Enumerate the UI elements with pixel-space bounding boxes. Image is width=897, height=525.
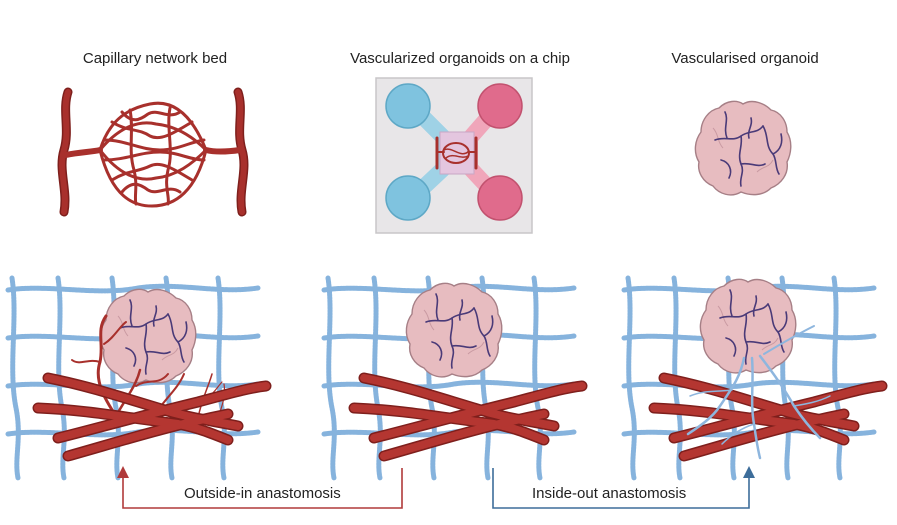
organ-on-chip-illustration <box>375 77 533 234</box>
middle-panel <box>324 278 582 478</box>
inside-out-panel <box>624 278 882 478</box>
outside-in-arrow <box>122 468 403 509</box>
capillary-network-title: Capillary network bed <box>82 50 228 67</box>
outside-in-panel <box>8 278 266 478</box>
inside-out-arrow <box>492 468 750 509</box>
inside-out-arrowhead <box>743 466 755 478</box>
outside-in-arrowhead <box>117 466 129 478</box>
capillary-network-illustration <box>57 87 249 217</box>
chip-title: Vascularized organoids on a chip <box>350 50 570 67</box>
vascularised-organoid-illustration <box>694 100 792 196</box>
vascularised-organoid-title: Vascularised organoid <box>671 50 819 67</box>
inside-out-label: Inside-out anastomosis <box>528 485 691 502</box>
outside-in-label: Outside-in anastomosis <box>180 485 345 502</box>
outgrowing-sprouts <box>686 325 831 460</box>
